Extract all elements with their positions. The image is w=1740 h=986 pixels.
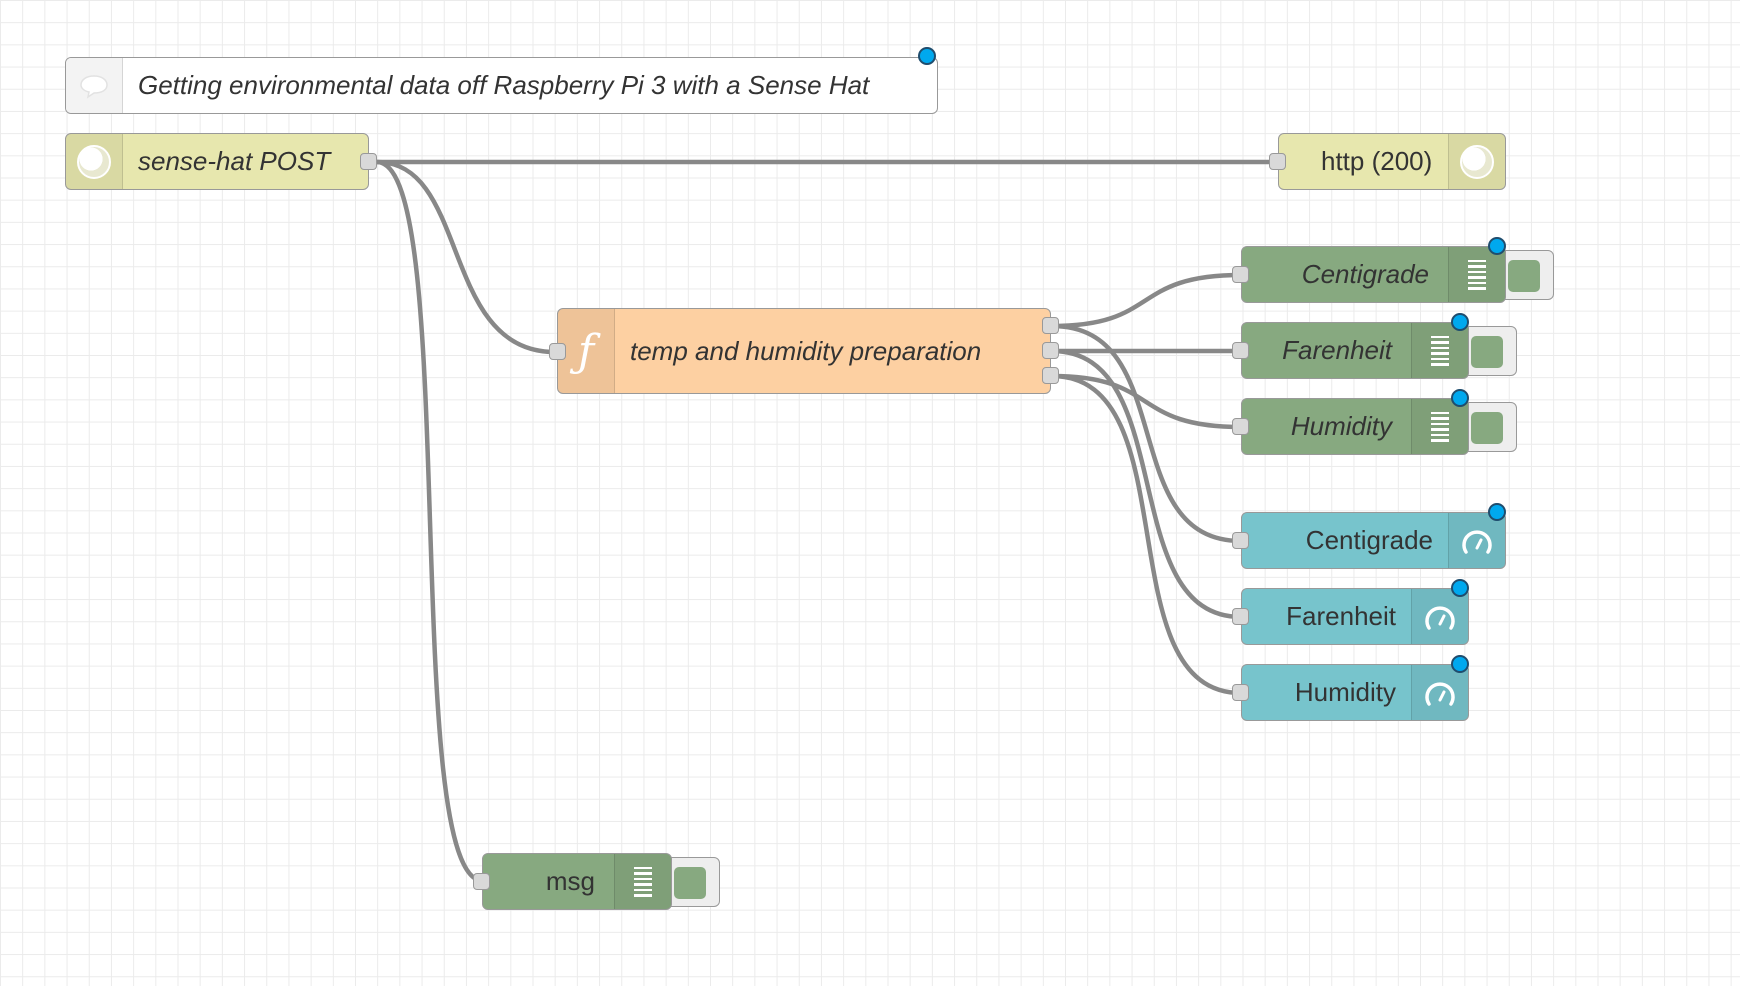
http-response-label: http (200)	[1321, 146, 1433, 176]
output-port-3[interactable]	[1042, 367, 1059, 384]
debug-node-humidity[interactable]: Humidity	[1241, 398, 1469, 455]
debug-toggle[interactable]	[1498, 250, 1554, 300]
input-port[interactable]	[1232, 684, 1249, 701]
input-port[interactable]	[549, 343, 566, 360]
debug-label: Centigrade	[1301, 259, 1429, 289]
wire-fn3-to-debug-humidity	[1049, 373, 1244, 430]
wire-post-to-msg	[374, 159, 486, 884]
wire-post-to-function	[374, 159, 558, 355]
debug-node-msg[interactable]: msg	[482, 853, 672, 910]
wire-fn1-to-gauge-centigrade	[1049, 323, 1244, 544]
wire-fn3-to-gauge-humidity	[1049, 373, 1244, 696]
wire-fn1-to-debug-centigrade	[1049, 272, 1244, 329]
status-dot	[1488, 237, 1506, 255]
gauge-label: Farenheit	[1286, 601, 1396, 631]
comment-node[interactable]: Getting environmental data off Raspberry…	[65, 57, 938, 114]
input-port[interactable]	[1232, 342, 1249, 359]
http-in-node[interactable]: sense-hat POST	[65, 133, 369, 190]
input-port[interactable]	[1232, 532, 1249, 549]
debug-list-icon	[1411, 323, 1468, 378]
debug-toggle[interactable]	[1461, 326, 1517, 376]
input-port[interactable]	[1269, 153, 1286, 170]
gauge-icon	[1411, 589, 1468, 644]
debug-label: Humidity	[1290, 411, 1392, 441]
debug-label: msg	[545, 866, 595, 896]
input-port[interactable]	[1232, 266, 1249, 283]
gauge-label: Centigrade	[1305, 525, 1433, 555]
gauge-label: Humidity	[1294, 677, 1396, 707]
output-port-1[interactable]	[1042, 317, 1059, 334]
debug-node-centigrade[interactable]: Centigrade	[1241, 246, 1506, 303]
comment-text: Getting environmental data off Raspberry…	[138, 70, 870, 100]
gauge-node-farenheit[interactable]: Farenheit	[1241, 588, 1469, 645]
function-label: temp and humidity preparation	[630, 335, 982, 366]
gauge-icon	[1411, 665, 1468, 720]
status-dot	[1451, 313, 1469, 331]
status-dot	[1451, 655, 1469, 673]
debug-node-farenheit[interactable]: Farenheit	[1241, 322, 1469, 379]
output-port-2[interactable]	[1042, 342, 1059, 359]
gauge-icon	[1448, 513, 1505, 568]
status-dot	[918, 47, 936, 65]
debug-toggle[interactable]	[1461, 402, 1517, 452]
globe-icon	[1448, 134, 1505, 189]
debug-toggle[interactable]	[664, 857, 720, 907]
function-icon: ƒ	[558, 309, 615, 393]
status-dot	[1488, 503, 1506, 521]
wire-fn2-to-gauge-farenheit	[1049, 348, 1244, 620]
debug-list-icon	[1448, 247, 1505, 302]
input-port[interactable]	[1232, 418, 1249, 435]
status-dot	[1451, 579, 1469, 597]
globe-icon	[66, 134, 123, 189]
input-port[interactable]	[473, 873, 490, 890]
http-in-label: sense-hat POST	[138, 146, 331, 176]
http-response-node[interactable]: http (200)	[1278, 133, 1506, 190]
comment-icon	[66, 58, 123, 113]
input-port[interactable]	[1232, 608, 1249, 625]
output-port[interactable]	[360, 153, 377, 170]
gauge-node-humidity[interactable]: Humidity	[1241, 664, 1469, 721]
debug-list-icon	[1411, 399, 1468, 454]
status-dot	[1451, 389, 1469, 407]
debug-list-icon	[614, 854, 671, 909]
function-node[interactable]: ƒ temp and humidity preparation	[557, 308, 1051, 394]
debug-label: Farenheit	[1282, 335, 1392, 365]
gauge-node-centigrade[interactable]: Centigrade	[1241, 512, 1506, 569]
